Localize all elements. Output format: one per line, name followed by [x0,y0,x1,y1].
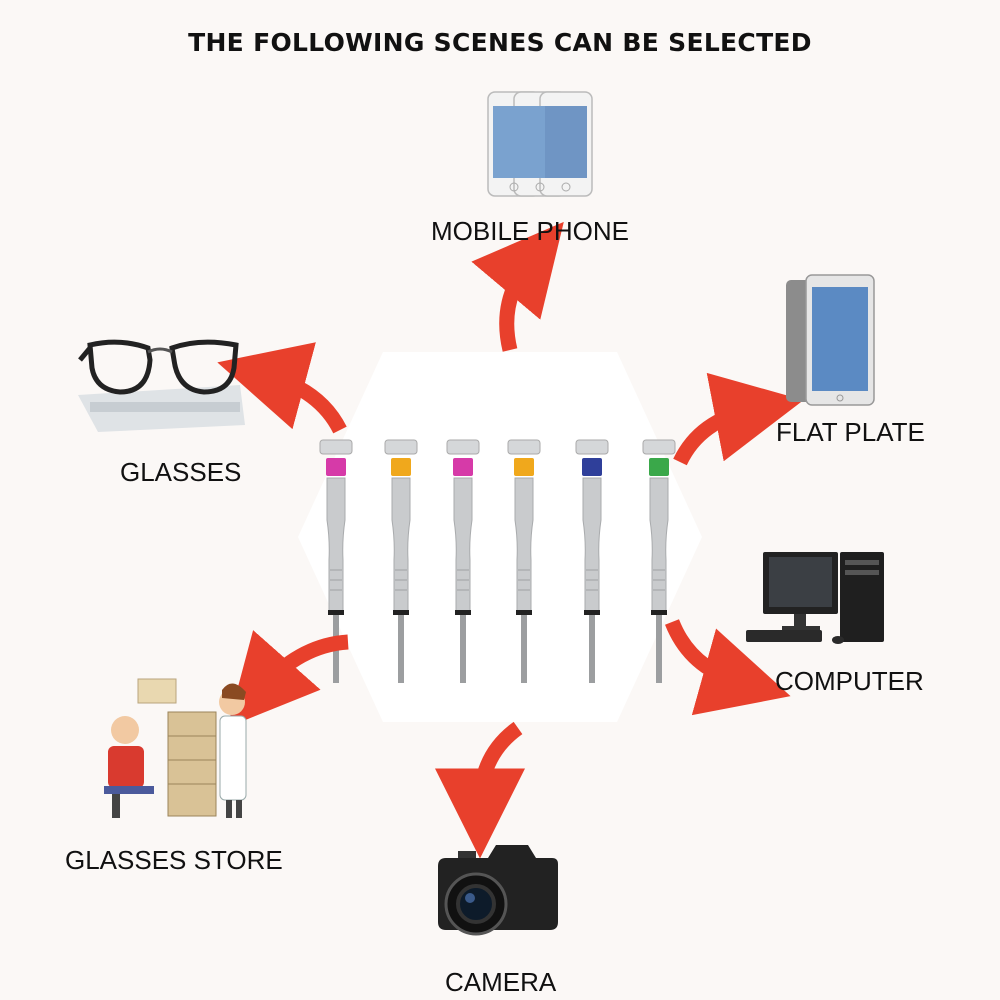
scene-label-computer: COMPUTER [775,666,924,696]
store-icon [104,678,247,818]
camera-icon [438,845,558,936]
page-title: THE FOLLOWING SCENES CAN BE SELECTED [188,28,812,57]
arrow-to-flat-plate [673,372,804,466]
arrow-to-computer [665,619,791,716]
screwdriver [642,439,676,683]
scene-label-glasses-store: GLASSES STORE [65,845,283,875]
screwdriver-group [319,439,676,683]
phones-icon [487,91,593,197]
screwdriver [507,439,541,683]
arrow-to-mobile-phone [471,221,564,352]
scene-label-flat-plate: FLAT PLATE [776,417,925,447]
arrow-to-glasses [217,342,347,434]
computer-icon [746,552,884,644]
screwdriver [446,439,480,683]
tablet-icon [786,274,875,406]
glasses-icon [78,339,245,432]
scene-label-glasses: GLASSES [120,457,242,487]
screwdriver [384,439,418,683]
arrow-to-glasses-store [227,630,349,728]
scene-label-camera: CAMERA [445,967,557,997]
arrow-to-camera [435,721,526,859]
scene-label-mobile-phone: MOBILE PHONE [431,216,629,246]
screwdriver [575,439,609,683]
